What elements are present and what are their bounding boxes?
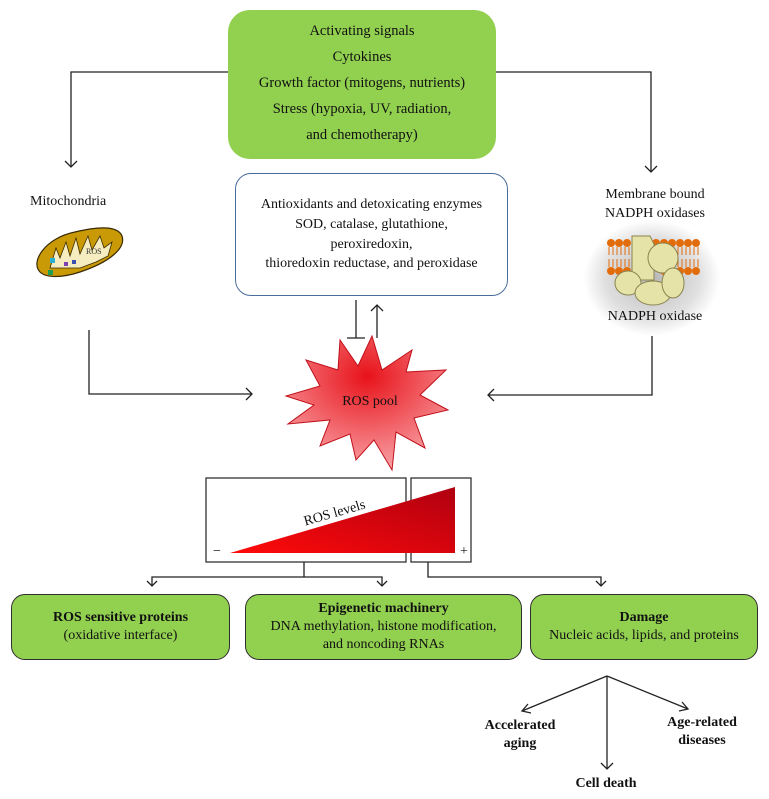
mitochondria-ros-text: ROS xyxy=(86,247,102,256)
activating-line-1: Activating signals xyxy=(309,23,415,39)
ros-levels-minus: − xyxy=(213,544,221,559)
antioxidants-box: Antioxidants and detoxicating enzymes SO… xyxy=(235,173,508,296)
activating-line-5: and chemotherapy) xyxy=(306,127,418,143)
activating-signals-text: Activating signals Cytokines Growth fact… xyxy=(228,18,496,148)
activating-line-4: Stress (hypoxia, UV, radiation, xyxy=(272,101,452,117)
ros-pool-label: ROS pool xyxy=(342,394,398,409)
arrow-nadph-to-ros xyxy=(487,335,653,402)
activating-line-3: Growth factor (mitogens, nutrients) xyxy=(258,75,466,91)
antioxidants-line-1: Antioxidants and detoxicating enzymes xyxy=(260,197,483,213)
inhibition-bar-antioxidants-to-ros xyxy=(347,300,365,339)
accelerated-aging-line-2: aging xyxy=(503,735,537,751)
antioxidants-line-2: SOD, catalase, glutathione, xyxy=(295,216,448,232)
activating-signals-box xyxy=(228,10,496,159)
mitochondria-icon: ROS xyxy=(36,227,124,278)
epigenetic-machinery-line-1: DNA methylation, histone modification, xyxy=(270,618,497,634)
ros-pool-starburst xyxy=(284,334,450,472)
nadph-title: Membrane bound NADPH oxidases xyxy=(580,186,730,224)
arrow-mitochondria-to-ros xyxy=(88,330,253,401)
arrow-activating-to-nadph xyxy=(495,71,658,173)
arrows-damage-to-consequences xyxy=(520,675,690,770)
nadph-title-line-1: Membrane bound xyxy=(605,187,705,202)
ros-sensitive-proteins-title: ROS sensitive proteins xyxy=(52,609,189,625)
nadph-caption: NADPH oxidase xyxy=(607,309,703,324)
antioxidants-line-4: thioredoxin reductase, and peroxidase xyxy=(265,256,478,272)
epigenetic-machinery-box: Epigenetic machinery DNA methylation, hi… xyxy=(245,594,522,660)
age-related-diseases-label: Age-related diseases xyxy=(652,714,752,749)
mitochondria-label: Mitochondria xyxy=(30,194,107,209)
arrows-ros-levels-to-outcomes xyxy=(146,562,607,587)
nadph-title-line-2: NADPH oxidases xyxy=(605,205,705,221)
ros-sensitive-proteins-box: ROS sensitive proteins (oxidative interf… xyxy=(11,594,230,660)
damage-line-1: Nucleic acids, lipids, and proteins xyxy=(549,628,739,643)
arrow-activating-to-mitochondria xyxy=(64,71,228,168)
ros-levels-gradient-triangle xyxy=(230,487,455,553)
nadph-oxidase-icon xyxy=(584,220,720,336)
arrow-ros-to-antioxidants xyxy=(370,304,384,338)
ros-sensitive-proteins-line-1: (oxidative interface) xyxy=(63,628,178,643)
accelerated-aging-line-1: Accelerated xyxy=(484,718,556,733)
damage-title: Damage xyxy=(619,609,669,625)
damage-box: Damage Nucleic acids, lipids, and protei… xyxy=(530,594,758,660)
age-related-diseases-line-1: Age-related xyxy=(667,715,737,730)
epigenetic-machinery-title: Epigenetic machinery xyxy=(318,600,449,616)
ros-levels-plus: + xyxy=(460,544,468,559)
age-related-diseases-line-2: diseases xyxy=(678,732,726,748)
epigenetic-machinery-line-2: and noncoding RNAs xyxy=(322,637,445,653)
accelerated-aging-label: Accelerated aging xyxy=(470,717,570,752)
activating-line-2: Cytokines xyxy=(332,49,392,65)
antioxidants-line-3: peroxiredoxin, xyxy=(330,236,413,252)
cell-death-label: Cell death xyxy=(575,776,637,791)
